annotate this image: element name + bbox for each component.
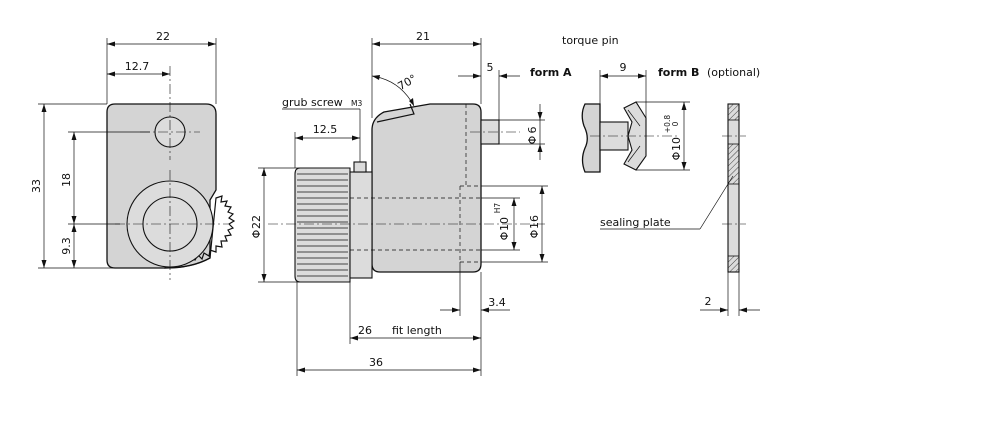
sealing-plate-hatch-mid <box>727 143 740 185</box>
dim-36: 36 <box>369 356 383 369</box>
dim-phi-16-symbol: Φ <box>528 229 541 238</box>
dim-3-4: 3.4 <box>488 296 506 309</box>
knurl-lines <box>297 173 348 277</box>
sealing-plate <box>727 103 740 273</box>
dim-angle-70: 70° <box>396 72 419 93</box>
sealing-plate-view: sealing plate 2 <box>600 103 760 316</box>
sealing-plate-hatch-top <box>727 103 740 121</box>
dim-18: 18 <box>60 173 73 187</box>
dim-phi-10b: 10 <box>670 137 683 151</box>
form-b-view: torque pin form B (optional) 9 Φ 10 +0.8… <box>562 34 760 173</box>
dim-12-5: 12.5 <box>313 123 338 136</box>
dim-tol-lower: 0 <box>671 121 680 126</box>
dim-9-3: 9.3 <box>60 237 73 255</box>
dim-phi-6: 6 <box>526 127 539 134</box>
dim-26: 26 <box>358 324 372 337</box>
label-form-b: form B <box>658 66 699 79</box>
label-form-b-optional: (optional) <box>707 66 760 79</box>
label-grub-screw: grub screw <box>282 96 343 109</box>
sealing-plate-hatch-bot <box>727 255 740 273</box>
dim-12-7: 12.7 <box>125 60 150 73</box>
dim-phi-10: 10 <box>498 217 511 231</box>
dim-2: 2 <box>705 295 712 308</box>
side-view-grub-screw <box>353 161 367 173</box>
front-view: 22 12.7 33 18 9.3 <box>30 30 236 280</box>
front-view-gear <box>164 195 236 269</box>
dim-5: 5 <box>487 61 494 74</box>
dim-phi-22: 22 <box>250 215 263 229</box>
side-view-knurled-nut <box>294 167 351 283</box>
dim-phi-22-symbol: Φ <box>250 229 263 238</box>
dim-phi-10-symbol: Φ <box>498 231 511 240</box>
dim-tol-upper: +0.8 <box>663 115 672 133</box>
label-sealing-plate: sealing plate <box>600 216 671 229</box>
dim-33: 33 <box>30 179 43 193</box>
side-view: 21 70° 5 form A grub screw M3 12.5 <box>250 30 572 376</box>
dim-22-top: 22 <box>156 30 170 43</box>
dim-phi-16: 16 <box>528 215 541 229</box>
label-grub-screw-size: M3 <box>351 99 362 108</box>
dim-phi-6-symbol: Φ <box>526 135 539 144</box>
label-form-a: form A <box>530 66 572 79</box>
dim-9: 9 <box>620 61 627 74</box>
side-view-housing <box>371 103 482 273</box>
dim-phi-10b-symbol: Φ <box>670 151 683 160</box>
side-view-collar <box>349 171 373 279</box>
label-torque-pin: torque pin <box>562 34 619 47</box>
label-fit-length: fit length <box>392 324 442 337</box>
form-b-housing-stub <box>581 103 601 173</box>
dim-phi-10-tolerance: H7 <box>493 203 502 214</box>
dim-21: 21 <box>416 30 430 43</box>
